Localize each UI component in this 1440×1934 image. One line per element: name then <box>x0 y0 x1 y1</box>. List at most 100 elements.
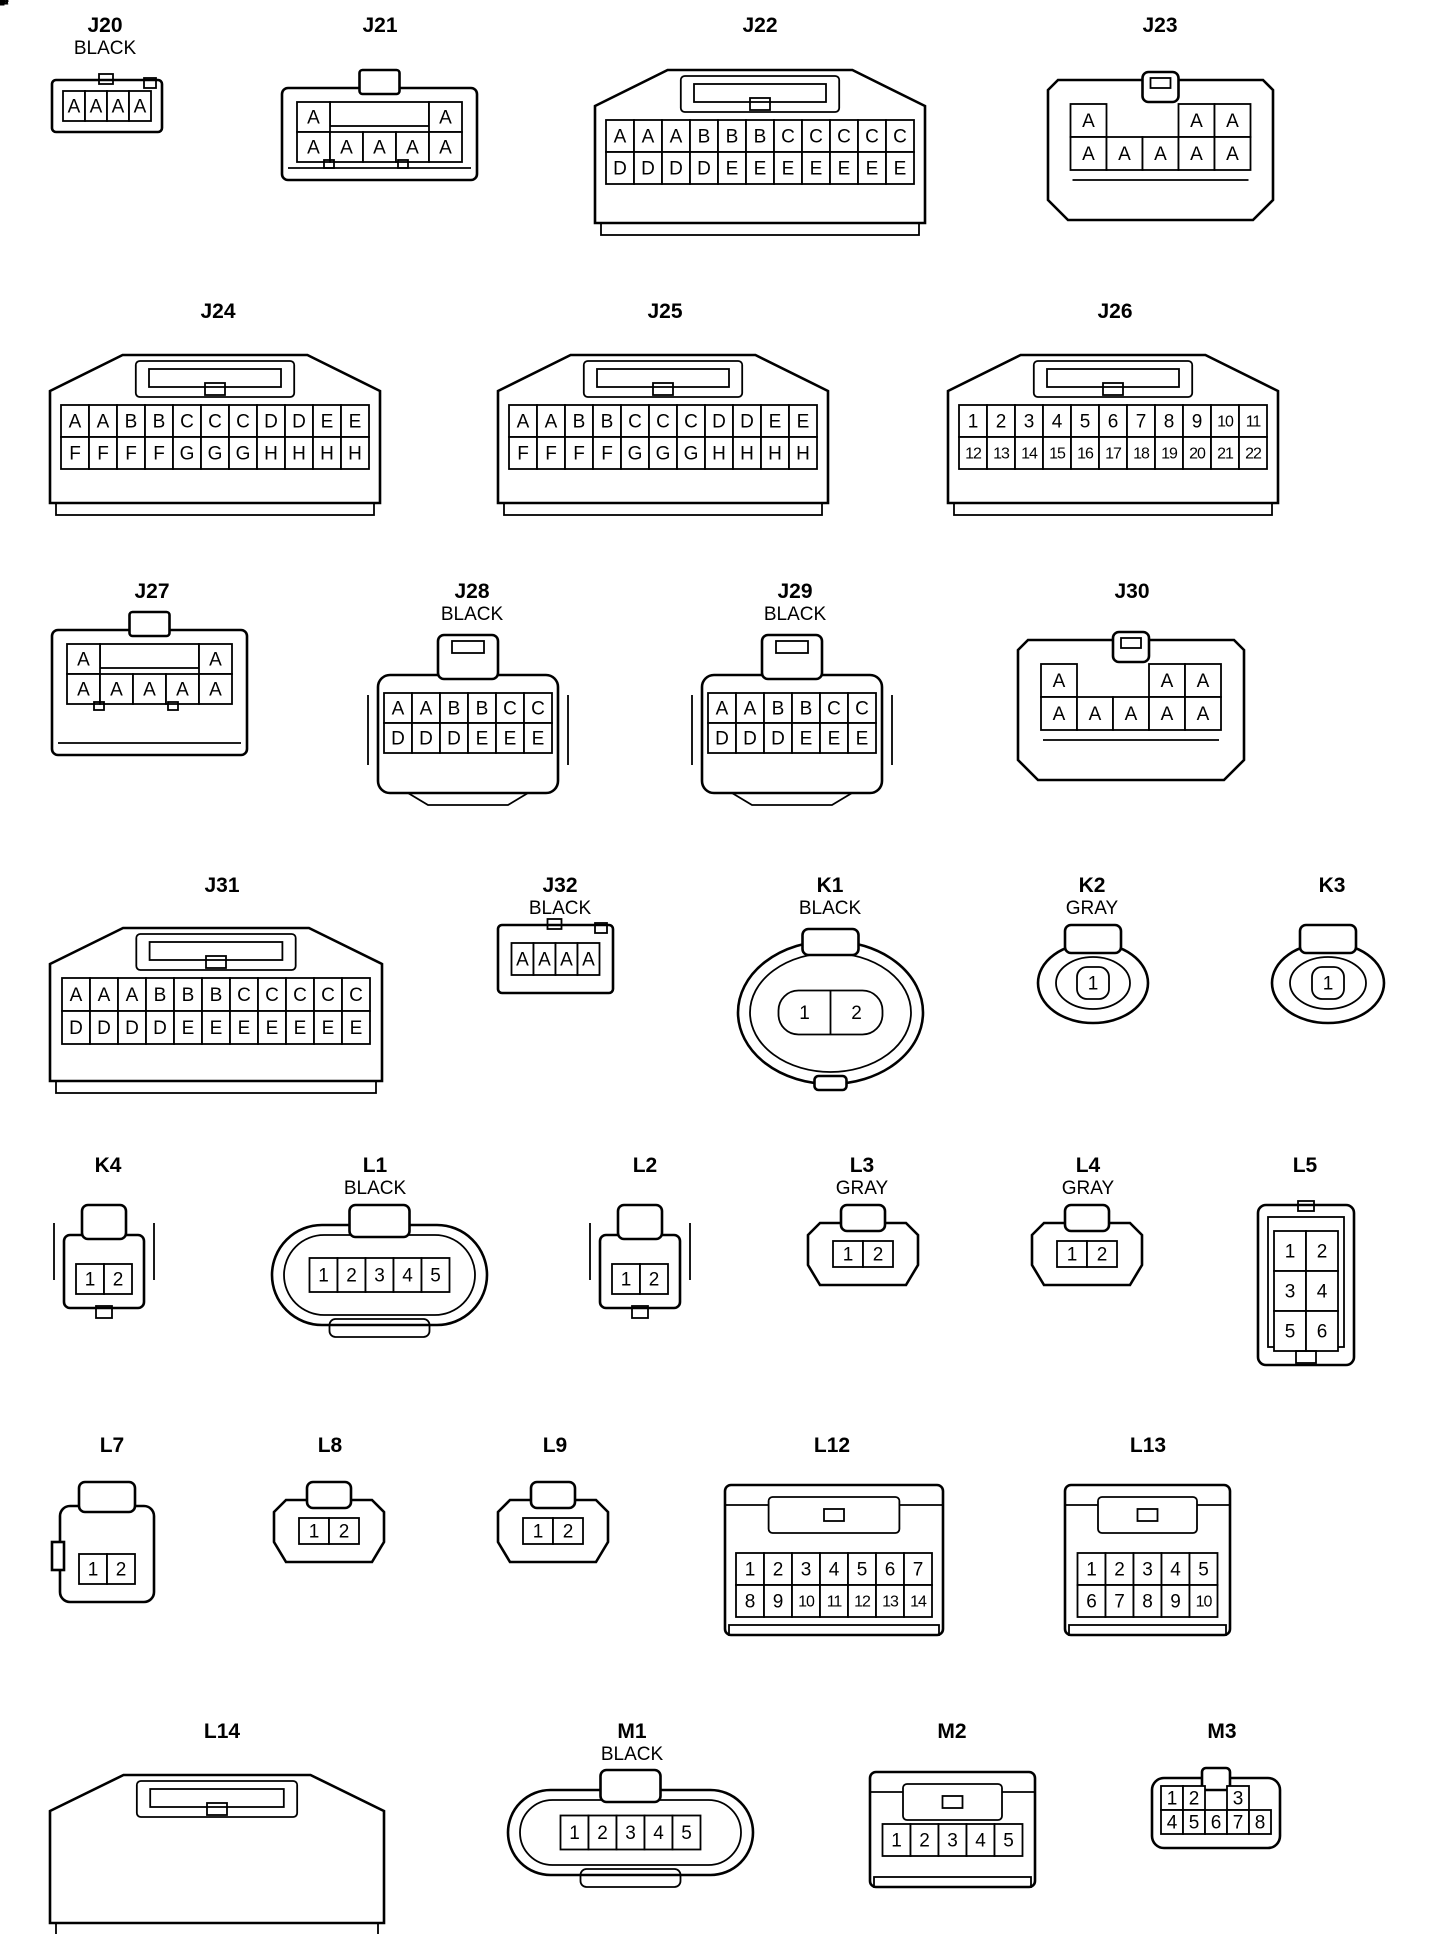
pin-cell <box>341 1010 371 1045</box>
connector-k3: K31 <box>1270 874 1386 1025</box>
pin-label: B <box>182 985 195 1006</box>
pin-label: 12 <box>0 0 9 9</box>
connector-label: L13 <box>1130 1434 1166 1457</box>
pin-label: A <box>1089 704 1102 725</box>
pin-cell <box>420 1257 451 1293</box>
pin-cell <box>1160 1552 1191 1586</box>
pin-label: 18 <box>1133 446 1150 463</box>
pin-label: 5 <box>1189 1813 1200 1834</box>
pin-label: E <box>754 159 767 180</box>
pin-label: B <box>573 412 586 433</box>
pin-cell <box>78 1553 108 1585</box>
pin-label: 8 <box>1255 1813 1266 1834</box>
connector-label: J28 <box>454 580 489 603</box>
pin-label: H <box>348 444 362 465</box>
pin-label: A <box>744 699 757 720</box>
pin-label: G <box>180 444 195 465</box>
pin-label: E <box>182 1018 195 1039</box>
pin-label: C <box>349 985 363 1006</box>
pin-label: C <box>656 412 670 433</box>
pin-label: A <box>112 97 125 118</box>
pin-cell <box>881 1823 912 1857</box>
pin-label: 2 <box>873 1245 884 1266</box>
connector-color-label: GRAY <box>836 1178 889 1199</box>
pin-cell <box>1070 436 1100 470</box>
pin-label: 4 <box>1317 1282 1328 1303</box>
pin-label: 10 <box>1217 414 1234 431</box>
pin-label: C <box>893 127 907 148</box>
pin-label: F <box>69 444 81 465</box>
pin-cell <box>564 404 594 438</box>
pin-label: 3 <box>625 1823 636 1844</box>
pin-label: 1 <box>318 1266 329 1287</box>
pin-cell <box>1210 436 1240 470</box>
pin-cell <box>1213 103 1252 138</box>
pin-cell <box>313 1010 343 1045</box>
pin-label: 22 <box>1245 446 1262 463</box>
pin-label: 1 <box>0 0 5 11</box>
connector-label: J23 <box>1142 14 1177 37</box>
pin-cell <box>328 1517 360 1545</box>
pin-cell <box>763 1584 793 1618</box>
pin-label: E <box>828 729 841 750</box>
pin-cell <box>340 404 370 438</box>
pin-label: 18 <box>0 0 9 9</box>
connector-label: J20 <box>87 14 122 37</box>
pin-cell <box>60 436 90 470</box>
pin-label: A <box>1154 144 1167 165</box>
pin-cell <box>117 1010 147 1045</box>
pin-cell <box>763 1552 793 1586</box>
pin-label: 5 <box>0 0 5 11</box>
pin-cell <box>857 119 887 153</box>
connector-label: J25 <box>647 300 682 323</box>
pin-cell <box>552 1517 584 1545</box>
pin-label: D <box>97 1018 111 1039</box>
connector-label: K1 <box>817 874 844 897</box>
pin-cell <box>1104 1552 1135 1586</box>
pin-label: E <box>476 729 489 750</box>
pin-label: 1 <box>1323 974 1334 995</box>
pin-label: 6 <box>885 1560 896 1581</box>
connector-label: K2 <box>1079 874 1106 897</box>
pin-label: 2 <box>851 1003 862 1024</box>
connector-color-label: GRAY <box>1066 898 1119 919</box>
pin-cell <box>993 1823 1024 1857</box>
pin-label: 2 <box>996 412 1007 433</box>
pin-cell <box>523 692 553 724</box>
pin-label: F <box>573 444 585 465</box>
pin-cell <box>61 1010 91 1045</box>
pin-label: 8 <box>1164 412 1175 433</box>
pin-label: D <box>740 412 754 433</box>
pin-cell <box>362 131 397 163</box>
pin-label: 14 <box>910 1594 927 1611</box>
pin-label: 2 <box>0 0 5 11</box>
pin-label: F <box>601 444 613 465</box>
pin-cell <box>801 151 831 185</box>
pin-cell <box>284 404 314 438</box>
pin-label: 5 <box>1080 412 1091 433</box>
pin-label: A <box>77 680 90 701</box>
pin-label: 2 <box>1317 1242 1328 1263</box>
pin-label: D <box>771 729 785 750</box>
pin-label: 14 <box>1021 446 1038 463</box>
pin-label: 2 <box>1097 1245 1108 1266</box>
pin-label: E <box>504 729 517 750</box>
pin-label: F <box>517 444 529 465</box>
connector-label: L2 <box>633 1154 658 1177</box>
pin-label: A <box>209 680 222 701</box>
pin-label: 11 <box>827 1594 843 1611</box>
pin-cell <box>428 131 463 163</box>
pin-label: C <box>809 127 823 148</box>
pin-label: A <box>176 680 189 701</box>
pin-label: B <box>153 412 166 433</box>
pin-label: A <box>126 985 139 1006</box>
pin-label: C <box>684 412 698 433</box>
pin-label: H <box>768 444 782 465</box>
pin-label: A <box>209 650 222 671</box>
